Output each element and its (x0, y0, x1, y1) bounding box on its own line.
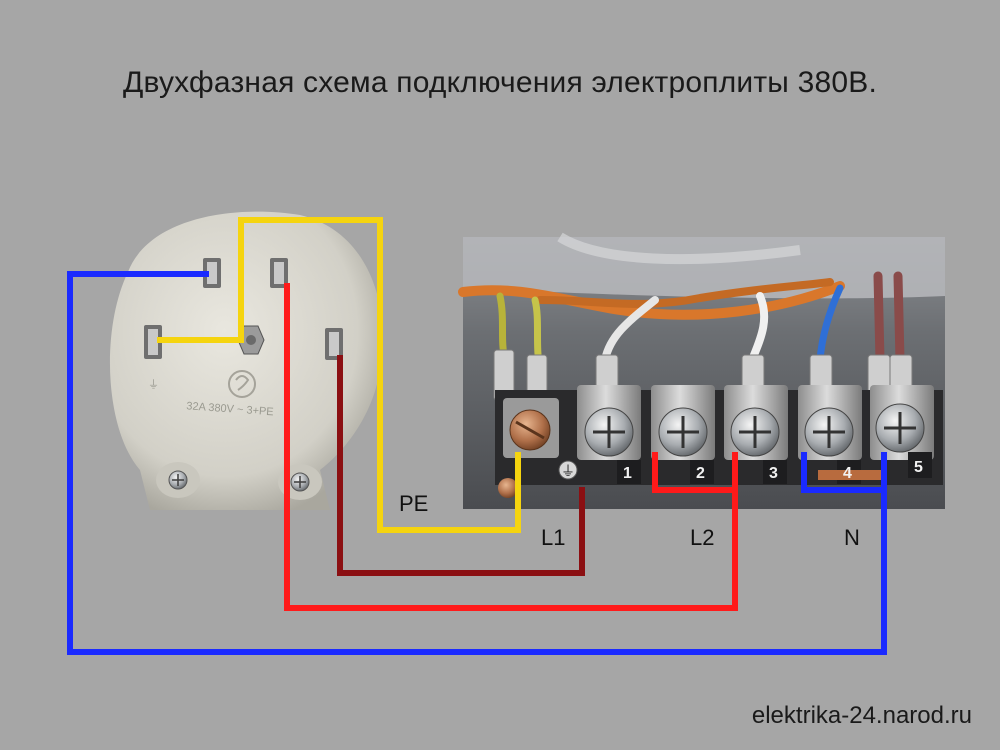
terminal-number-4: 4 (843, 465, 852, 482)
socket-pin (325, 328, 343, 360)
label-l1: L1 (541, 525, 566, 550)
label-n: N (844, 525, 860, 550)
terminal-1 (577, 385, 641, 484)
terminal-5 (870, 385, 934, 478)
wire-l2-jumper (652, 452, 738, 493)
screw-icon (290, 472, 310, 492)
wire-n-jumper (801, 452, 887, 493)
wire-n (67, 271, 887, 655)
jumper-4-5 (818, 470, 884, 480)
terminal-number-1: 1 (623, 465, 632, 482)
wire-l2 (284, 283, 738, 611)
wire-l1 (337, 355, 585, 576)
terminal-2 (651, 385, 715, 484)
internal-wires (458, 271, 905, 374)
label-l2: L2 (690, 525, 715, 550)
ground-symbol-icon: ⏚ (561, 464, 575, 480)
ground-nut-icon (237, 325, 265, 355)
page-title: Двухфазная схема подключения электроплит… (122, 66, 878, 99)
wire-pe (157, 217, 521, 533)
socket-pin (144, 325, 162, 359)
label-pe: PE (399, 491, 429, 516)
terminal-3 (724, 385, 788, 484)
manufacturer-logo-icon (228, 370, 256, 398)
socket: ⏚ 32A 380V ~ 3+PE (109, 211, 383, 510)
ground-symbol-icon: ⏚ (148, 378, 159, 391)
website-url: elektrika-24.narod.ru (751, 702, 972, 729)
ground-terminal: ⏚ (498, 398, 578, 498)
socket-pin (270, 258, 288, 288)
screw-icon (168, 470, 188, 490)
terminal-box: ⏚ (458, 232, 945, 509)
socket-body (109, 211, 383, 510)
terminal-number-5: 5 (914, 459, 923, 476)
terminal-number-3: 3 (769, 465, 778, 482)
terminal-number-2: 2 (696, 465, 705, 482)
socket-pin (203, 258, 221, 288)
